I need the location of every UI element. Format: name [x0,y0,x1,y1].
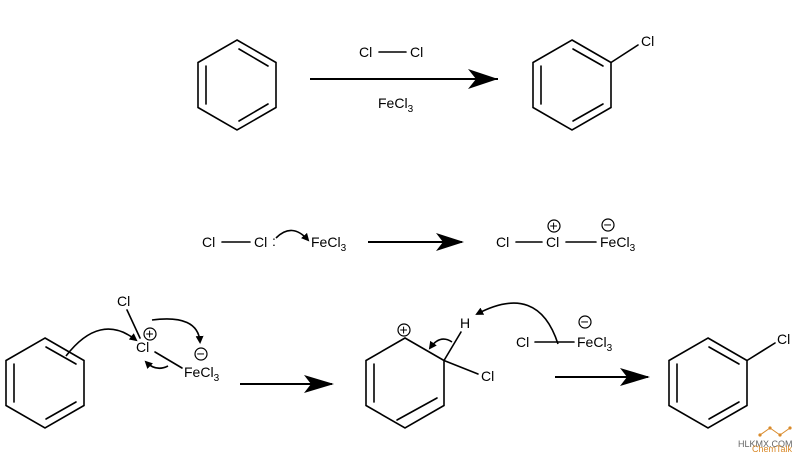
watermark-brand: ChemTalk [752,444,793,453]
product-cl-label: Cl [641,33,654,49]
reaction-arrow-3 [240,375,334,393]
chlorobenzene-product [532,39,639,131]
base-fecl3: FeCl3 [577,334,613,354]
reaction-arrow-4 [555,368,650,386]
chlorine-reagent: Cl Cl [359,44,423,60]
rearomatize-arrow [428,338,453,350]
benzene-nucleophile [5,337,85,429]
chlorobenzene-final [668,337,776,429]
sigma-cl: Cl [481,368,494,384]
complex-cl-center: Cl [546,234,559,250]
watermark: HLKMX.COM ChemTalk [738,426,793,453]
base-minus: − [581,314,589,330]
cl-left: Cl [359,44,372,60]
bond-break-arrow [151,318,204,344]
step1-fecl3: FeCl3 [311,234,347,254]
complex-minus: − [604,217,612,233]
complex-plus: + [550,218,558,234]
final-cl-label: Cl [777,331,790,347]
electrophile-complex: Cl Cl + FeCl3 − [117,293,220,384]
sigma-complex: + H Cl [365,302,559,429]
complex-fecl3: FeCl3 [600,234,636,254]
benzene-reactant [197,39,277,131]
cl-right: Cl [410,44,423,60]
step1-cl-left: Cl [202,234,215,250]
deprotonation-arrow [475,302,559,345]
electrophile-cl-top: Cl [117,293,130,309]
electrophile-fecl3: FeCl3 [184,364,220,384]
fe-bond-arrow [144,360,169,370]
reaction-arrow-1 [310,69,498,89]
activation-step: Cl Cl : FeCl3 [202,229,347,254]
base-cl: Cl [516,334,529,350]
reaction-arrow-2 [368,233,464,251]
sigma-h: H [460,315,470,331]
base-complex: Cl FeCl3 − [516,314,613,355]
lewis-complex: Cl Cl FeCl3 + − [496,217,636,255]
electrophile-cl-center: Cl [136,339,149,355]
electrophile-plus: + [146,326,154,342]
subscript: 3 [408,104,414,115]
molecule-logo-icon [758,426,792,437]
attack-arrow [65,328,138,357]
step1-cl-right: Cl [254,234,267,250]
catalyst-label: FeCl3 [378,95,414,115]
sigma-plus: + [400,322,408,338]
complex-cl-left: Cl [496,234,509,250]
watermark-site: HLKMX.COM [738,439,793,449]
electrophile-minus: − [197,346,205,362]
lone-pair: : [272,233,276,249]
